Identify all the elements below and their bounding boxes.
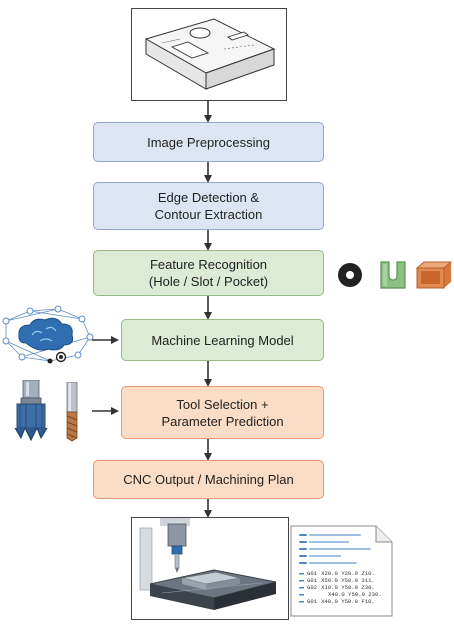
gcode-line: X40.0 Y50.0 230. bbox=[328, 591, 382, 598]
step-tool-selection: Tool Selection + Parameter Prediction bbox=[121, 386, 324, 439]
step-feature-recognition: Feature Recognition (Hole / Slot / Pocke… bbox=[93, 250, 324, 296]
slot-icon bbox=[380, 261, 406, 289]
step-cnc-output: CNC Output / Machining Plan bbox=[93, 460, 324, 499]
step-label: Machine Learning Model bbox=[151, 332, 294, 348]
step-label-line-2: Parameter Prediction bbox=[161, 413, 284, 429]
cnc-machine-icon bbox=[132, 518, 288, 619]
input-image-frame bbox=[131, 8, 287, 101]
step-edge-detection: Edge Detection & Contour Extraction bbox=[93, 182, 324, 230]
step-label-line-2: (Hole / Slot / Pocket) bbox=[148, 274, 269, 289]
step-machine-learning-model: Machine Learning Model bbox=[121, 319, 324, 361]
workpiece-drawing-icon bbox=[144, 18, 276, 90]
end-mill-icon bbox=[66, 382, 78, 442]
step-image-preprocessing: Image Preprocessing bbox=[93, 122, 324, 162]
cnc-output-frame bbox=[131, 517, 289, 620]
step-label-line-1: Tool Selection + bbox=[176, 396, 269, 412]
hole-icon bbox=[338, 263, 362, 287]
step-label-line-1: Feature Recognition bbox=[149, 257, 268, 272]
neural-network-icon bbox=[2, 305, 94, 364]
step-label-line-1: Edge Detection & bbox=[157, 190, 260, 205]
step-label-line-2: Contour Extraction bbox=[154, 207, 263, 222]
step-label: Image Preprocessing bbox=[147, 134, 270, 150]
step-label: CNC Output / Machining Plan bbox=[123, 472, 294, 487]
pocket-icon bbox=[416, 261, 452, 289]
face-mill-icon bbox=[14, 380, 48, 442]
